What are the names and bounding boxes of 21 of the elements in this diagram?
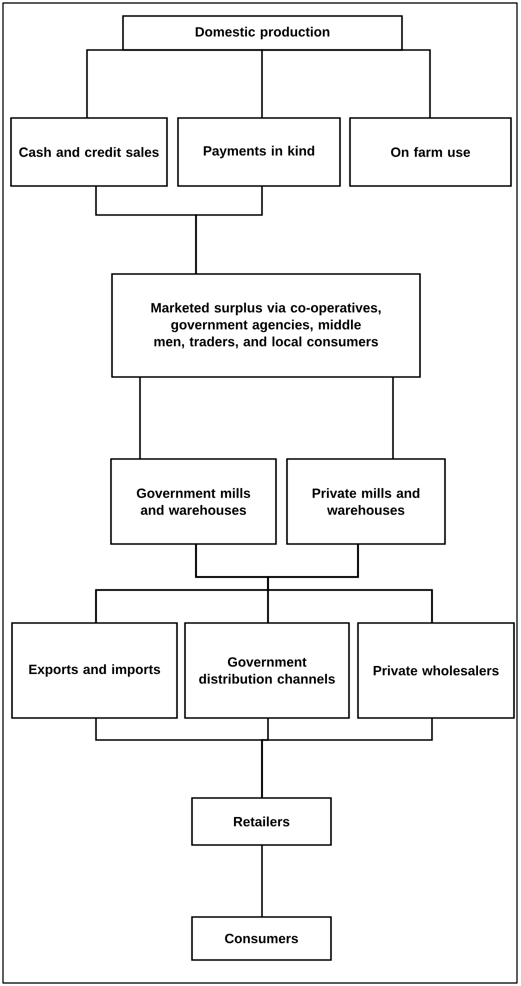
connector-line — [195, 186, 263, 274]
flow-box: On farm use — [349, 117, 512, 187]
flow-box: Government distribution channels — [184, 622, 350, 719]
flow-box: Marketed surplus via co-operatives, government agencies, middle men, traders, and local consumers — [111, 273, 421, 378]
flow-box: Private wholesalers — [357, 622, 515, 719]
connector-line — [392, 377, 394, 459]
connector-line — [261, 718, 433, 798]
flow-box: Domestic production — [122, 15, 403, 51]
connector-line — [267, 544, 433, 623]
connector-line — [86, 49, 262, 118]
connector-line — [261, 845, 263, 917]
flow-box: Government mills and warehouses — [110, 458, 277, 545]
connector-line — [139, 377, 141, 459]
flow-box: Consumers — [191, 916, 332, 961]
flow-box: Retailers — [191, 797, 332, 846]
connector-line — [261, 49, 264, 118]
flow-box: Cash and credit sales — [10, 117, 168, 187]
flow-box: Private mills and warehouses — [286, 458, 446, 545]
flow-box: Exports and imports — [11, 622, 178, 719]
flow-box: Payments in kind — [177, 117, 341, 187]
connector-line — [262, 49, 431, 118]
